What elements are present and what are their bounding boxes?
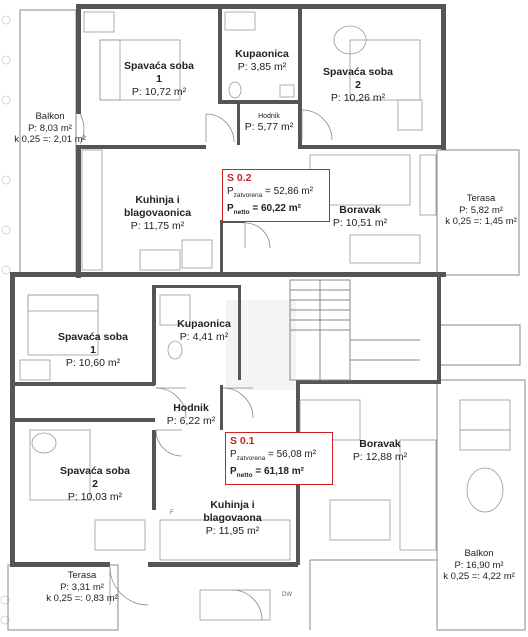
- room-area: P: 11,75 m²: [130, 220, 185, 232]
- doors: [79, 109, 333, 621]
- room-coef: k 0,25 =: 4,22 m²: [443, 571, 515, 582]
- room-coef: k 0,25 =: 1,45 m²: [445, 216, 517, 227]
- room-name-line2: blagovaonica: [123, 207, 192, 219]
- room-label-top-hall: Hodnik P: 5,77 m²: [240, 113, 298, 134]
- room-label-bottom-bedroom1: Spavaća soba 1 P: 10,60 m²: [38, 331, 148, 370]
- walls-top-apartment: [76, 4, 446, 278]
- room-coef: k 0,25 =: 0,83 m²: [46, 593, 118, 604]
- room-area: P: 10,60 m²: [65, 357, 121, 369]
- room-name: Spavaća soba: [322, 66, 394, 78]
- room-area: P: 10,26 m²: [330, 92, 386, 104]
- room-area: P: 4,41 m²: [179, 331, 229, 343]
- fixture-mark: F: [170, 510, 174, 516]
- room-label-bottom-living: Boravak P: 12,88 m²: [340, 438, 420, 464]
- room-label-bottom-hall: Hodnik P: 6,22 m²: [156, 402, 226, 428]
- vegetation-strip: [0, 15, 11, 625]
- room-name: Spavaća soba: [59, 465, 131, 477]
- room-name: Spavaća soba: [123, 60, 195, 72]
- room-area: P: 11,95 m²: [205, 525, 260, 537]
- room-label-top-bedroom1: Spavaća soba 1 P: 10,72 m²: [104, 60, 214, 99]
- apartment-code: S 0.1: [230, 435, 255, 447]
- room-area: P: 3,85 m²: [237, 61, 287, 73]
- room-label-top-bedroom2: Spavaća soba 2 P: 10,26 m²: [303, 66, 413, 105]
- room-label-bottom-terrace: Terasa P: 3,31 m² k 0,25 =: 0,83 m²: [32, 570, 132, 605]
- room-name: Kuhinja i: [135, 194, 180, 206]
- room-number: 2: [92, 478, 98, 490]
- room-label-bottom-kitchen: Kuhinja i blagovaona P: 11,95 m²: [180, 499, 285, 538]
- room-coef: k 0,25 =: 2,01 m²: [14, 134, 86, 145]
- room-area: P: 12,88 m²: [352, 451, 408, 463]
- room-name: Hodnik: [173, 402, 209, 414]
- room-area: P: 3,31 m²: [60, 581, 104, 593]
- furniture: [19, 11, 511, 621]
- closed-area-row: Pzatvorena = 52,86 m²: [227, 186, 314, 199]
- room-name: Spavaća soba: [57, 331, 129, 343]
- apartment-code: S 0.2: [227, 172, 252, 184]
- room-area: P: 5,82 m²: [459, 204, 503, 216]
- room-area: P: 16,90 m²: [454, 559, 504, 571]
- staircase: [289, 279, 420, 381]
- net-area-row: Pnetto = 60,22 m²: [227, 203, 301, 216]
- room-number: 2: [355, 79, 361, 91]
- room-label-top-bathroom: Kupaonica P: 3,85 m²: [222, 48, 302, 74]
- room-label-top-balcony: Balkon P: 8,03 m² k 0,25 =: 2,01 m²: [4, 111, 96, 146]
- room-area: P: 6,22 m²: [166, 415, 216, 427]
- corridor-hatch: [226, 300, 296, 390]
- room-label-bottom-bedroom2: Spavaća soba 2 P: 10,03 m²: [40, 465, 150, 504]
- room-area: P: 10,03 m²: [67, 491, 123, 503]
- closed-area-row: Pzatvorena = 56,08 m²: [230, 449, 317, 462]
- room-name: Terasa: [67, 570, 97, 581]
- room-number: 1: [90, 344, 96, 356]
- net-area-row: Pnetto = 61,18 m²: [230, 466, 304, 479]
- apartment-summary-s01: S 0.1 Pzatvorena = 56,08 m² Pnetto = 61,…: [225, 432, 333, 485]
- room-area: P: 5,77 m²: [244, 121, 294, 133]
- room-label-bottom-balcony: Balkon P: 16,90 m² k 0,25 =: 4,22 m²: [432, 548, 526, 583]
- dishwasher-label: DW: [282, 592, 292, 598]
- room-name: Boravak: [359, 438, 401, 450]
- room-area: P: 10,51 m²: [332, 217, 388, 229]
- room-name: Boravak: [339, 204, 381, 216]
- room-name: Hodnik: [258, 113, 280, 120]
- room-area: P: 10,72 m²: [131, 86, 187, 98]
- room-label-top-kitchen: Kuhinja i blagovaonica P: 11,75 m²: [105, 194, 210, 233]
- room-label-top-terrace: Terasa P: 5,82 m² k 0,25 =: 1,45 m²: [436, 193, 526, 228]
- room-number: 1: [156, 73, 162, 85]
- room-label-top-living: Boravak P: 10,51 m²: [320, 204, 400, 230]
- room-name: Kuhinja i: [210, 499, 255, 511]
- room-area: P: 8,03 m²: [28, 122, 72, 134]
- room-name: Kupaonica: [235, 48, 289, 60]
- room-name-line2: blagovaona: [203, 512, 262, 524]
- room-name: Balkon: [464, 548, 494, 559]
- room-label-bottom-bathroom: Kupaonica P: 4,41 m²: [170, 318, 238, 344]
- room-name: Terasa: [466, 193, 496, 204]
- room-name: Balkon: [35, 111, 65, 122]
- room-name: Kupaonica: [177, 318, 231, 330]
- apartment-summary-s02: S 0.2 Pzatvorena = 52,86 m² Pnetto = 60,…: [222, 169, 330, 222]
